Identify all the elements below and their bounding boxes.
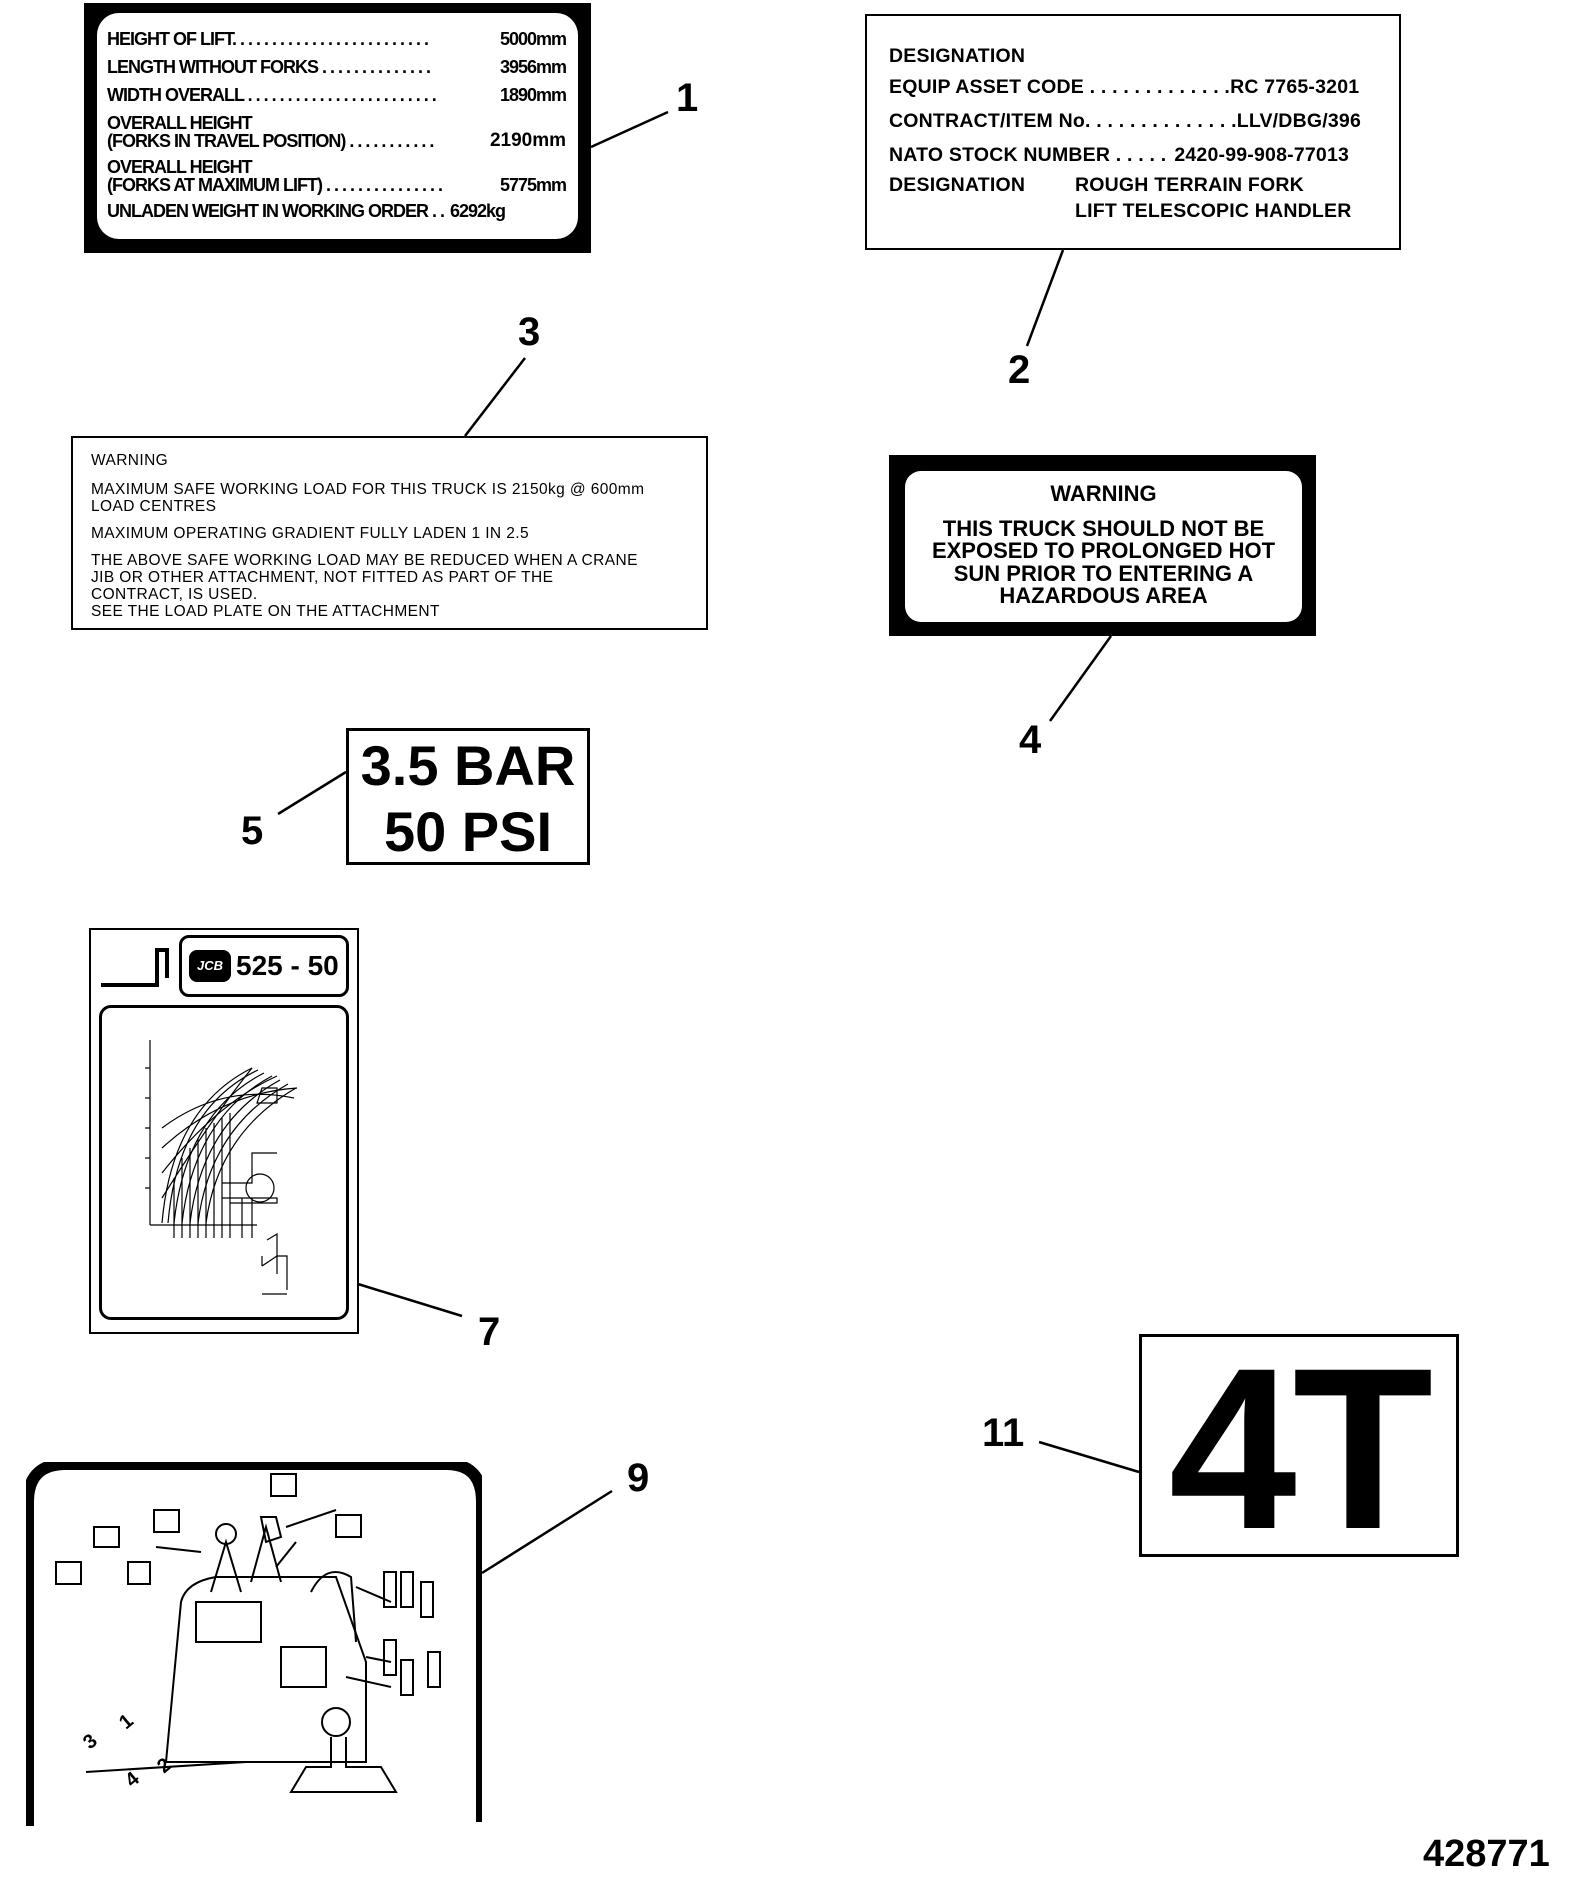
model-badge: JCB 525 - 50 <box>179 935 349 997</box>
designation-value: LLV/DBG/396 <box>1236 110 1361 132</box>
designation-name-line: LIFT TELESCOPIC HANDLER <box>1075 200 1352 222</box>
fork-symbol-icon <box>101 948 169 987</box>
warning-heading: WARNING <box>91 452 169 469</box>
warning-paragraph: THE ABOVE SAFE WORKING LOAD MAY BE REDUC… <box>91 552 638 620</box>
designation-value: 2420-99-908-77013 <box>1174 144 1350 166</box>
leader-line-7 <box>357 1282 463 1318</box>
dimension-label: (FORKS IN TRAVEL POSITION) . . . . . . .… <box>107 131 434 151</box>
controls-graphic: 3 1 4 2 <box>22 1458 488 1826</box>
designation-name-value: ROUGH TERRAIN FORK LIFT TELESCOPIC HANDL… <box>1075 172 1352 224</box>
dimension-label: UNLADEN WEIGHT IN WORKING ORDER . . <box>107 201 445 221</box>
warning-line: HAZARDOUS AREA <box>999 583 1208 608</box>
decal-load-chart: JCB 525 - 50 <box>89 928 359 1334</box>
dimension-value: 2190mm <box>489 130 566 151</box>
decal-control-diagram: 3 1 4 2 <box>22 1458 488 1826</box>
decal-capacity: 4T <box>1139 1334 1459 1564</box>
hot-sun-warning-panel: WARNING THIS TRUCK SHOULD NOT BE EXPOSED… <box>905 471 1302 622</box>
designation-value: RC 7765-3201 <box>1230 76 1360 98</box>
dimension-row: WIDTH OVERALL . . . . . . . . . . . . . … <box>107 85 567 105</box>
warning-line: THIS TRUCK SHOULD NOT BE <box>942 515 1265 541</box>
leader-line-5 <box>277 770 347 816</box>
dimension-row: LENGTH WITHOUT FORKS . . . . . . . . . .… <box>107 57 567 77</box>
dimension-label: WIDTH OVERALL . . . . . . . . . . . . . … <box>107 85 437 105</box>
travel-height-group: OVERALL HEIGHT (FORKS IN TRAVEL POSITION… <box>107 114 566 150</box>
callout-9: 9 <box>627 1456 650 1500</box>
callout-5: 5 <box>241 809 264 853</box>
designation-name-line: ROUGH TERRAIN FORK <box>1075 174 1304 196</box>
decal-dimensions-panel: HEIGHT OF LIFT. . . . . . . . . . . . . … <box>97 13 578 239</box>
leader-line-11 <box>1038 1440 1140 1474</box>
designation-row: CONTRACT/ITEM No. . . . . . . . . . . . … <box>889 104 1399 138</box>
callout-7: 7 <box>478 1310 501 1354</box>
callout-2: 2 <box>1008 348 1031 392</box>
decal-hot-sun-warning: WARNING THIS TRUCK SHOULD NOT BE EXPOSED… <box>889 455 1316 636</box>
dimension-value: 3956mm <box>499 57 567 77</box>
callout-1: 1 <box>676 76 699 120</box>
dimension-label: OVERALL HEIGHT <box>107 157 253 177</box>
designation-name-label: DESIGNATION <box>889 174 1026 196</box>
designation-heading: DESIGNATION <box>889 45 1026 67</box>
dimension-value: 6292kg <box>450 201 506 221</box>
designation-row: NATO STOCK NUMBER . . . . . 2420-99-908-… <box>889 138 1399 172</box>
callout-4: 4 <box>1019 718 1042 762</box>
warning-heading: WARNING <box>1050 481 1157 506</box>
decal-designation: DESIGNATION EQUIP ASSET CODE . . . . . .… <box>865 14 1401 250</box>
dimension-row: HEIGHT OF LIFT. . . . . . . . . . . . . … <box>107 29 567 49</box>
dimension-value: 5775mm <box>499 175 567 195</box>
part-number: 428771 <box>1423 1833 1550 1875</box>
designation-name-row: DESIGNATION ROUGH TERRAIN FORK LIFT TELE… <box>889 172 1399 224</box>
dimension-row: (FORKS IN TRAVEL POSITION) . . . . . . .… <box>107 130 566 151</box>
dimension-value: 1890mm <box>499 85 567 105</box>
leader-line-4 <box>1048 635 1113 722</box>
gear-number: 4 <box>121 1767 144 1792</box>
leader-line-1 <box>590 110 669 149</box>
pressure-psi: 50 PSI <box>383 800 553 863</box>
designation-row: EQUIP ASSET CODE . . . . . . . . . . . .… <box>889 70 1399 104</box>
max-lift-height-group: OVERALL HEIGHT (FORKS AT MAXIMUM LIFT) .… <box>107 157 567 195</box>
decal-tyre-pressure: 3.5 BAR 50 PSI <box>346 728 590 865</box>
dimension-label: HEIGHT OF LIFT. . . . . . . . . . . . . … <box>107 29 429 49</box>
dimension-label: OVERALL HEIGHT <box>107 113 253 133</box>
decal-dimensions: HEIGHT OF LIFT. . . . . . . . . . . . . … <box>84 3 591 253</box>
gear-number: 1 <box>115 1710 138 1734</box>
load-chart-panel <box>99 1005 349 1320</box>
warning-line: SUN PRIOR TO ENTERING A <box>953 560 1254 586</box>
warning-paragraph: MAXIMUM OPERATING GRADIENT FULLY LADEN 1… <box>91 525 529 542</box>
jcb-logo: JCB <box>189 950 231 982</box>
callout-3: 3 <box>518 310 541 354</box>
leader-line-2 <box>1025 249 1065 347</box>
callout-11: 11 <box>982 1411 1025 1455</box>
pressure-bar: 3.5 BAR <box>360 734 576 797</box>
dimension-label: (FORKS AT MAXIMUM LIFT) . . . . . . . . … <box>107 175 443 195</box>
load-chart-graphic <box>145 1040 298 1295</box>
designation-label: NATO STOCK NUMBER . . . . . <box>889 144 1167 166</box>
designation-label: CONTRACT/ITEM No. . . . . . . . . . . . … <box>889 110 1237 132</box>
leader-line-3 <box>464 357 526 437</box>
warning-line: EXPOSED TO PROLONGED HOT <box>931 538 1276 563</box>
gear-number: 3 <box>79 1730 102 1754</box>
leader-line-9 <box>481 1489 613 1575</box>
warning-paragraph: MAXIMUM SAFE WORKING LOAD FOR THIS TRUCK… <box>91 481 645 515</box>
dimension-row: UNLADEN WEIGHT IN WORKING ORDER . . 6292… <box>107 202 566 221</box>
dimension-value: 5000mm <box>499 29 567 49</box>
model-number: 525 - 50 <box>236 950 339 981</box>
designation-label: EQUIP ASSET CODE . . . . . . . . . . . .… <box>889 76 1231 98</box>
dimension-row: (FORKS AT MAXIMUM LIFT) . . . . . . . . … <box>107 175 567 195</box>
decal-load-warning: WARNING MAXIMUM SAFE WORKING LOAD FOR TH… <box>71 436 708 630</box>
dimension-label: LENGTH WITHOUT FORKS . . . . . . . . . .… <box>107 57 431 77</box>
